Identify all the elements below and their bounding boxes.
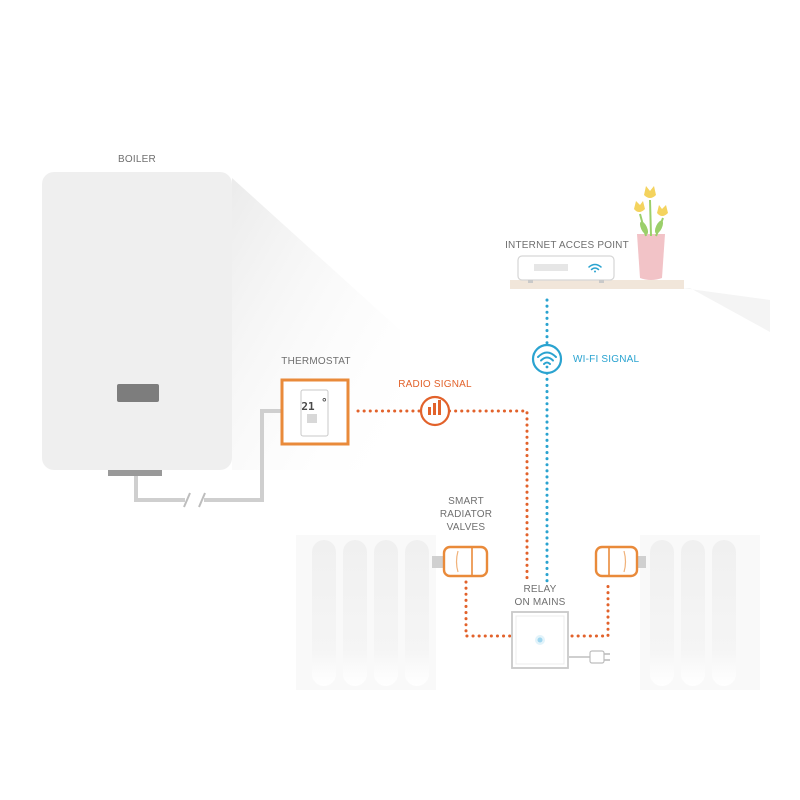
power-plug-icon [589,650,610,664]
relay: RELAY ON MAINS [511,584,569,669]
boiler-shadow [232,178,400,470]
internet-access-point: INTERNET ACCES POINT [505,240,629,283]
radio-signal-paths [356,409,610,638]
internet-access-point-label: INTERNET ACCES POINT [505,240,629,251]
thermostat-temperature: 21 [301,400,315,413]
thermostat-sub-indicator [307,414,317,423]
boiler-outlet [108,470,162,476]
left-valve-body [442,545,489,578]
relay-indicator-light [537,637,543,643]
router-front-panel [534,264,568,271]
left-radiator-fin [374,540,398,686]
tulip-flowers [634,186,668,216]
right-radiator-fin [681,540,705,686]
right-radiator-fin [650,540,674,686]
thermostat: 21 ° THERMOSTAT [280,356,351,446]
boiler-thermostat-wire [134,409,282,508]
left-radiator-fin [312,540,336,686]
right-radiator [632,535,760,690]
left-radiator [296,535,444,690]
boiler: BOILER [42,154,400,476]
relay-power-cable [568,650,610,664]
thermostat-unit: ° [321,396,328,409]
leaves [639,220,664,235]
shelf-area: INTERNET ACCES POINT [505,186,770,332]
smart-valves-label-line3: VALVES [447,522,486,533]
wifi-icon [588,263,602,271]
thermostat-screen [300,389,329,437]
radio-signal-label: RADIO SIGNAL [398,379,472,390]
radio-path-left-valve [464,580,514,638]
boiler-body [42,172,232,470]
right-valve-body [594,545,639,578]
thermostat-label: THERMOSTAT [281,356,350,367]
left-radiator-fin [343,540,367,686]
left-smart-valve [442,545,489,578]
wifi-signal-badge: WI-FI SIGNAL [531,343,640,375]
boiler-display [117,384,159,402]
relay-label-line1: RELAY [523,584,556,595]
radio-path-right-valve [570,580,610,638]
radio-signal-badge: RADIO SIGNAL [398,379,472,427]
vase [637,234,665,280]
wifi-signal-label: WI-FI SIGNAL [573,354,640,365]
left-radiator-pipe [432,556,444,568]
shelf-shadow [682,288,770,332]
radio-path-thermostat-relay [356,409,529,585]
right-radiator-fin [712,540,736,686]
flower-pot [634,186,668,280]
right-smart-valve [594,545,639,578]
smart-valves-label-line1: SMART [448,496,484,507]
shelf [510,280,684,289]
relay-label-line2: ON MAINS [514,597,565,608]
boiler-label: BOILER [118,154,156,165]
wifi-signal-icon [531,343,563,375]
smart-valves-label-line2: RADIATOR [440,509,492,520]
left-radiator-fin [405,540,429,686]
